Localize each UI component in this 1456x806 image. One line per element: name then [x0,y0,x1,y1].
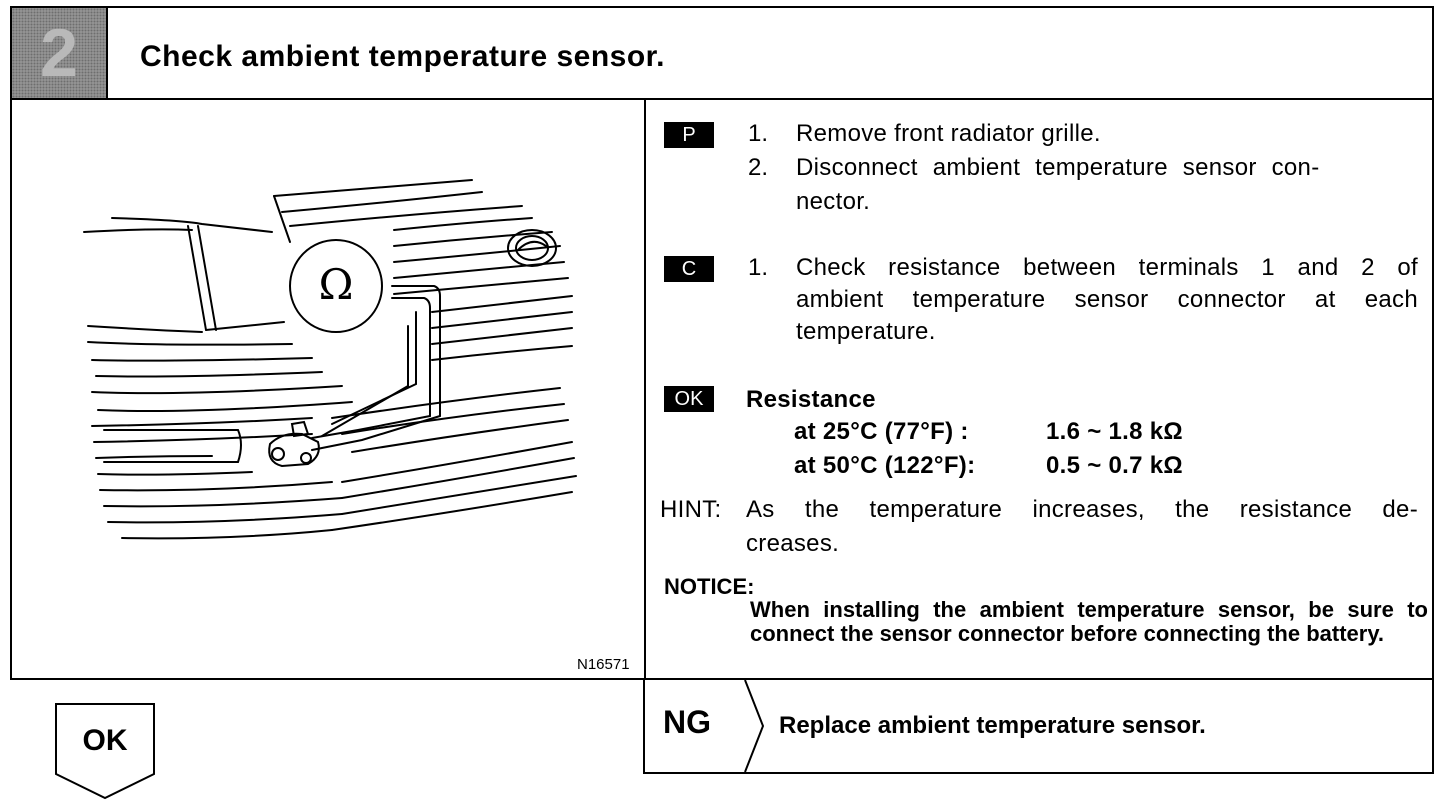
ok-result-label: OK [82,724,128,757]
ng-result-label: NG [663,704,711,740]
prep-step1-text: Remove front radiator grille. [796,120,1101,147]
spec-row-2-value: 0.5 ~ 0.7 kΩ [1046,452,1183,479]
notice-text: When installing the ambient temperature … [750,597,1428,646]
prep-tag: P [664,122,714,148]
vehicle-front-diagram [83,179,577,540]
check-line2: ambient temperature sensor connector at … [796,286,1418,313]
notice-label: NOTICE: [664,574,755,599]
step-title: Check ambient temperature sensor. [140,40,666,73]
sensor-illustration: Ω N16571 [12,100,644,678]
ng-result-box: NG Replace ambient temperature sensor. [643,680,1434,774]
ohm-symbol: Ω [318,260,354,309]
check-line1: Check resistance between terminals 1 and… [796,254,1418,281]
hint-line1: As the temperature increases, the resist… [746,496,1418,523]
prep-step2-line1: Disconnect ambient temperature sensor co… [796,154,1320,181]
step-header: 2 Check ambient temperature sensor. [10,6,1434,100]
spec-row-1-condition: at 25°C (77°F) : [794,418,969,445]
procedure-column: P 1. Remove front radiator grille. 2. Di… [646,100,1434,678]
hint-label: HINT: [660,496,722,523]
spec-row-1-value: 1.6 ~ 1.8 kΩ [1046,418,1183,445]
ok-arrow-icon [55,703,155,800]
spec-row-2-condition: at 50°C (122°F): [794,452,976,479]
prep-step2-line2: nector. [796,188,871,215]
step-number: 2 [40,15,78,91]
check-step1-num: 1. [748,254,769,281]
prep-step1-num: 1. [748,120,769,147]
hint-line2: creases. [746,530,840,557]
check-tag: C [664,256,714,282]
check-line3: temperature. [796,318,936,345]
ng-result-text: Replace ambient temperature sensor. [779,712,1206,739]
prep-step2-num: 2. [748,154,769,181]
ng-chevron-icon [744,680,765,772]
figure-code: N16571 [577,656,630,673]
resistance-heading: Resistance [746,386,876,413]
step-number-box: 2 [12,8,108,98]
ok-tag: OK [664,386,714,412]
column-divider [644,100,646,678]
step-body: Ω N16571 P 1. Remove front radiator gril… [10,100,1434,680]
